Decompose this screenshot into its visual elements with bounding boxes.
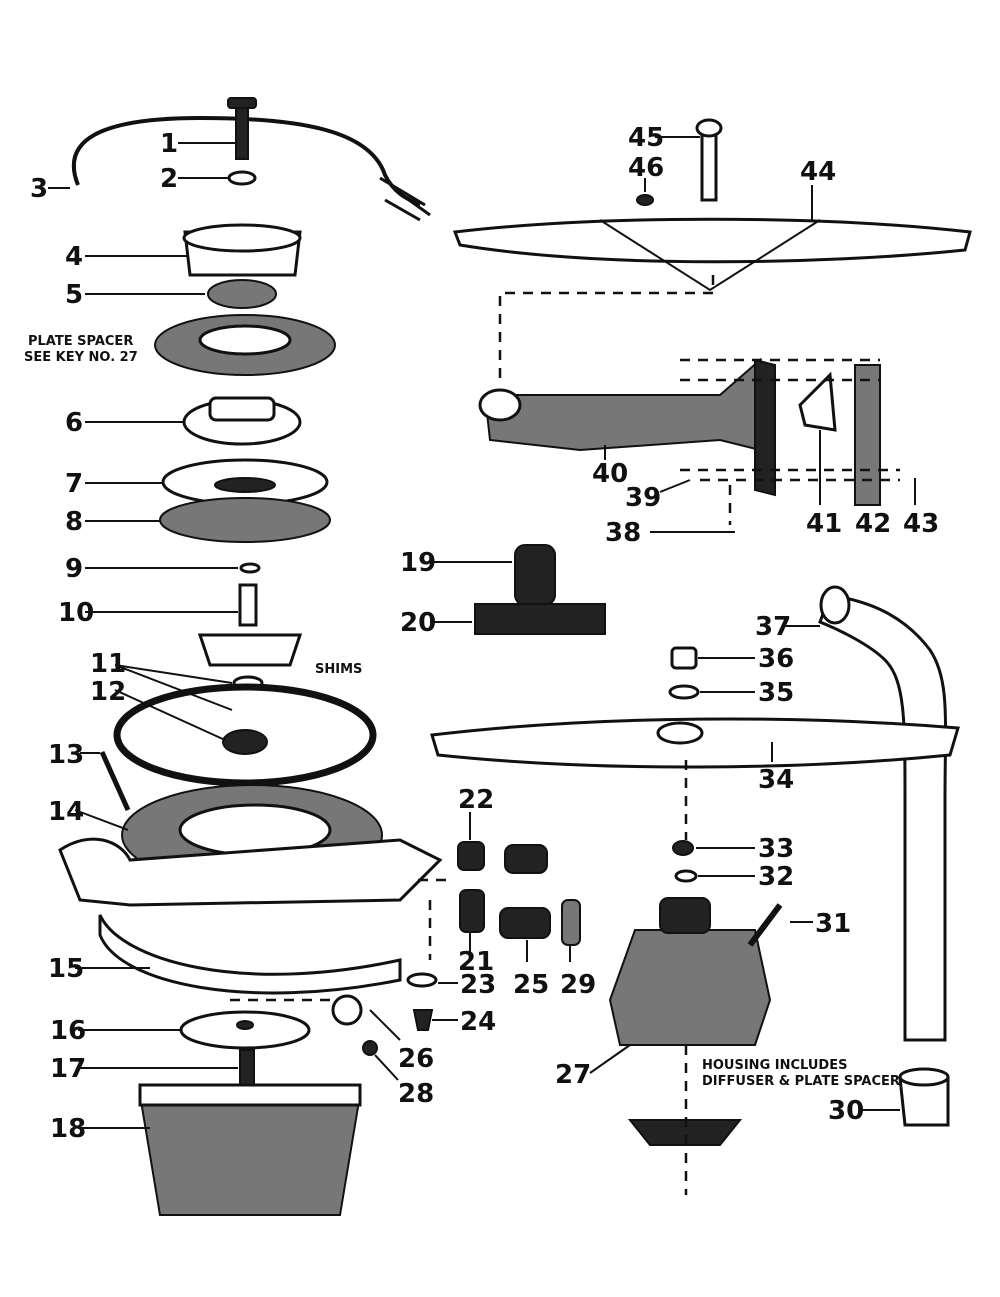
callout-25: 25 [513,970,549,1000]
callout-11: 11 [90,649,126,679]
plate-spacer-note-line2: SEE KEY NO. 27 [24,350,138,365]
leader-lines [48,136,916,1129]
callout-41: 41 [806,509,842,539]
callout-30: 30 [828,1096,864,1126]
callout-2: 2 [160,164,178,194]
callout-22: 22 [458,785,494,815]
callout-4: 4 [65,242,83,272]
callout-31: 31 [815,909,851,939]
callout-26: 26 [398,1044,434,1074]
callout-33: 33 [758,834,794,864]
callout-32: 32 [758,862,794,892]
callout-34: 34 [758,765,794,795]
plate-spacer-note-line1: PLATE SPACER [28,334,133,349]
callout-1: 1 [160,129,178,159]
callout-19: 19 [400,548,436,578]
callout-39: 39 [625,483,661,513]
part-22 [457,841,485,871]
callout-44: 44 [800,157,836,187]
callout-21: 21 [458,947,494,977]
filter [627,1119,743,1146]
manifold [483,357,761,452]
callout-28: 28 [398,1079,434,1109]
part-21 [459,889,485,933]
screw [235,103,249,160]
nut-46 [636,194,654,206]
part-36 [670,646,698,670]
screw-13 [99,750,131,812]
callout-46: 46 [628,153,664,183]
clamp [331,994,363,1026]
housing [608,929,772,1046]
callout-23: 23 [460,970,496,1000]
part-42 [854,364,881,506]
callout-labels: 1 2 3 4 5 6 7 8 9 10 11 12 13 14 15 16 1… [30,123,939,1144]
callout-42: 42 [855,509,891,539]
callout-35: 35 [758,678,794,708]
part-25 [499,907,551,939]
part-23 [406,972,438,988]
part-8 [159,497,331,543]
callout-10: 10 [58,598,94,628]
part-24 [412,1009,434,1031]
part-19 [514,544,556,606]
callout-20: 20 [400,608,436,638]
callout-5: 5 [65,280,83,310]
impeller [197,633,303,667]
part-20 [474,603,606,635]
part-35 [668,684,700,700]
shims-note: SHIMS [315,662,362,677]
callout-9: 9 [65,554,83,584]
motor [138,1094,362,1216]
lower-spray-arm [430,717,960,769]
callout-8: 8 [65,507,83,537]
impeller-shaft [238,583,258,627]
callout-24: 24 [460,1007,496,1037]
callout-45: 45 [628,123,664,153]
part-33 [672,840,694,856]
nut [362,1040,378,1056]
supply-tube [818,593,948,1042]
part-29 [561,899,581,946]
callout-36: 36 [758,644,794,674]
callout-40: 40 [592,459,628,489]
ring-15 [98,914,402,995]
callout-6: 6 [65,408,83,438]
part-9 [239,562,261,574]
upper-spray-arm [452,217,972,264]
callout-15: 15 [48,954,84,984]
callout-18: 18 [50,1114,86,1144]
housing-note-line2: DIFFUSER & PLATE SPACER [702,1074,900,1089]
part-41 [798,371,837,432]
callout-12: 12 [90,677,126,707]
housing-note-line1: HOUSING INCLUDES [702,1058,847,1073]
callout-43: 43 [903,509,939,539]
callout-29: 29 [560,970,596,1000]
part-32 [674,869,698,883]
callout-27: 27 [555,1060,591,1090]
callout-13: 13 [48,740,84,770]
callout-7: 7 [65,469,83,499]
callout-3: 3 [30,174,48,204]
callout-16: 16 [50,1016,86,1046]
callout-17: 17 [50,1054,86,1084]
washer [227,170,257,186]
callout-38: 38 [605,518,641,548]
gear [207,279,277,309]
screw-31 [747,903,783,947]
callout-14: 14 [48,797,84,827]
bolt-45 [700,128,718,202]
callout-37: 37 [755,612,791,642]
